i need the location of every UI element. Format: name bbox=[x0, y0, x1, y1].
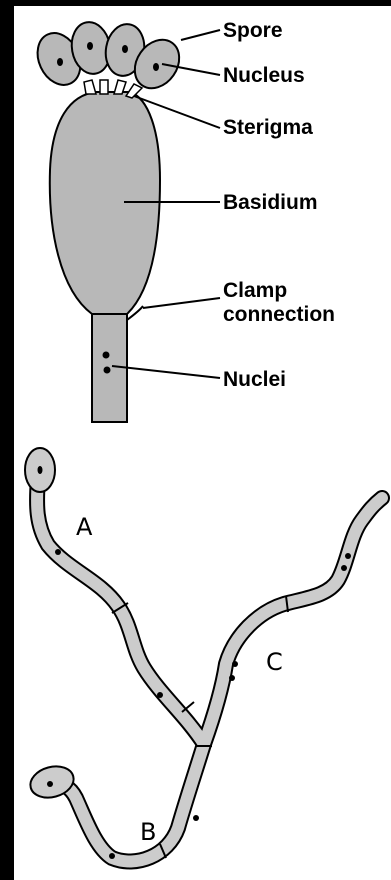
hypha-tag-b: B bbox=[140, 818, 156, 846]
hypha-tag-c: C bbox=[266, 648, 283, 676]
basidium-label: Basidium bbox=[223, 191, 318, 214]
sterigma-label: Sterigma bbox=[223, 116, 313, 139]
spore-label: Spore bbox=[223, 19, 283, 42]
hypha-tag-a: A bbox=[76, 513, 93, 541]
nuclei-label: Nuclei bbox=[223, 368, 286, 391]
clamp-label-line2: connection bbox=[223, 303, 335, 326]
clamp-label-line1: Clamp bbox=[223, 279, 287, 302]
nucleus-label: Nucleus bbox=[223, 64, 305, 87]
